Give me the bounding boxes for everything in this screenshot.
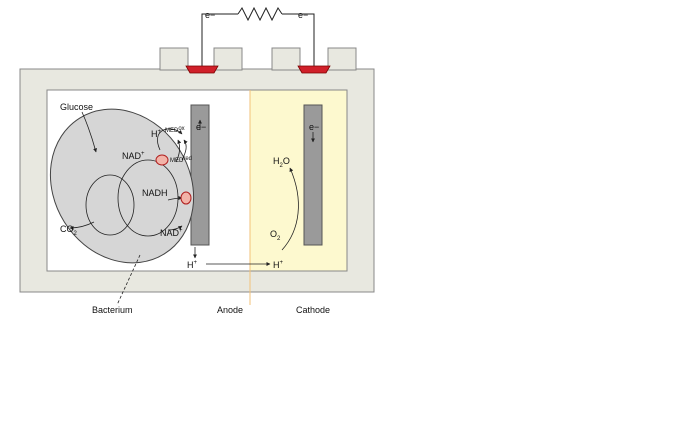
- proton-left-label: H+: [187, 260, 198, 270]
- bacterium-leader-line: [116, 254, 141, 306]
- nadh-label: NADH: [142, 188, 168, 198]
- seal-icon: [185, 65, 219, 74]
- oxygen-label: O2: [270, 229, 281, 242]
- cathode-electrode: [303, 104, 323, 246]
- nad-bottom-label: NAD+: [160, 228, 183, 238]
- oxygen-reduction-arrow: [281, 167, 299, 251]
- proton-top-label: H+: [151, 129, 162, 139]
- anode-electron-label: e−: [196, 122, 206, 132]
- electron-label-right: e−: [298, 10, 308, 20]
- bacterium-label: Bacterium: [92, 305, 133, 315]
- metabolic-cycles: [69, 111, 183, 237]
- glucose-label: Glucose: [60, 102, 93, 112]
- enzyme-icon: [155, 154, 169, 166]
- mediator-loop: [157, 128, 188, 161]
- electron-label-left: e−: [205, 10, 215, 20]
- anode-label: Anode: [217, 305, 243, 315]
- med-oxidized-label: MEDox: [165, 126, 185, 134]
- resistor-icon: [237, 6, 283, 22]
- proton-right-label: H+: [273, 260, 284, 270]
- co2-label: CO2: [60, 224, 78, 237]
- lid-tabs: [159, 47, 357, 71]
- enzyme-icon: [180, 191, 192, 205]
- nad-top-label: NAD+: [122, 151, 145, 161]
- seal-icon: [297, 65, 331, 74]
- cathode-chamber: [249, 89, 348, 272]
- cathode-electron-label: e−: [309, 122, 319, 132]
- med-reduced-label: MEDred: [170, 156, 192, 164]
- water-label: H2O: [273, 156, 290, 169]
- cathode-label: Cathode: [296, 305, 330, 315]
